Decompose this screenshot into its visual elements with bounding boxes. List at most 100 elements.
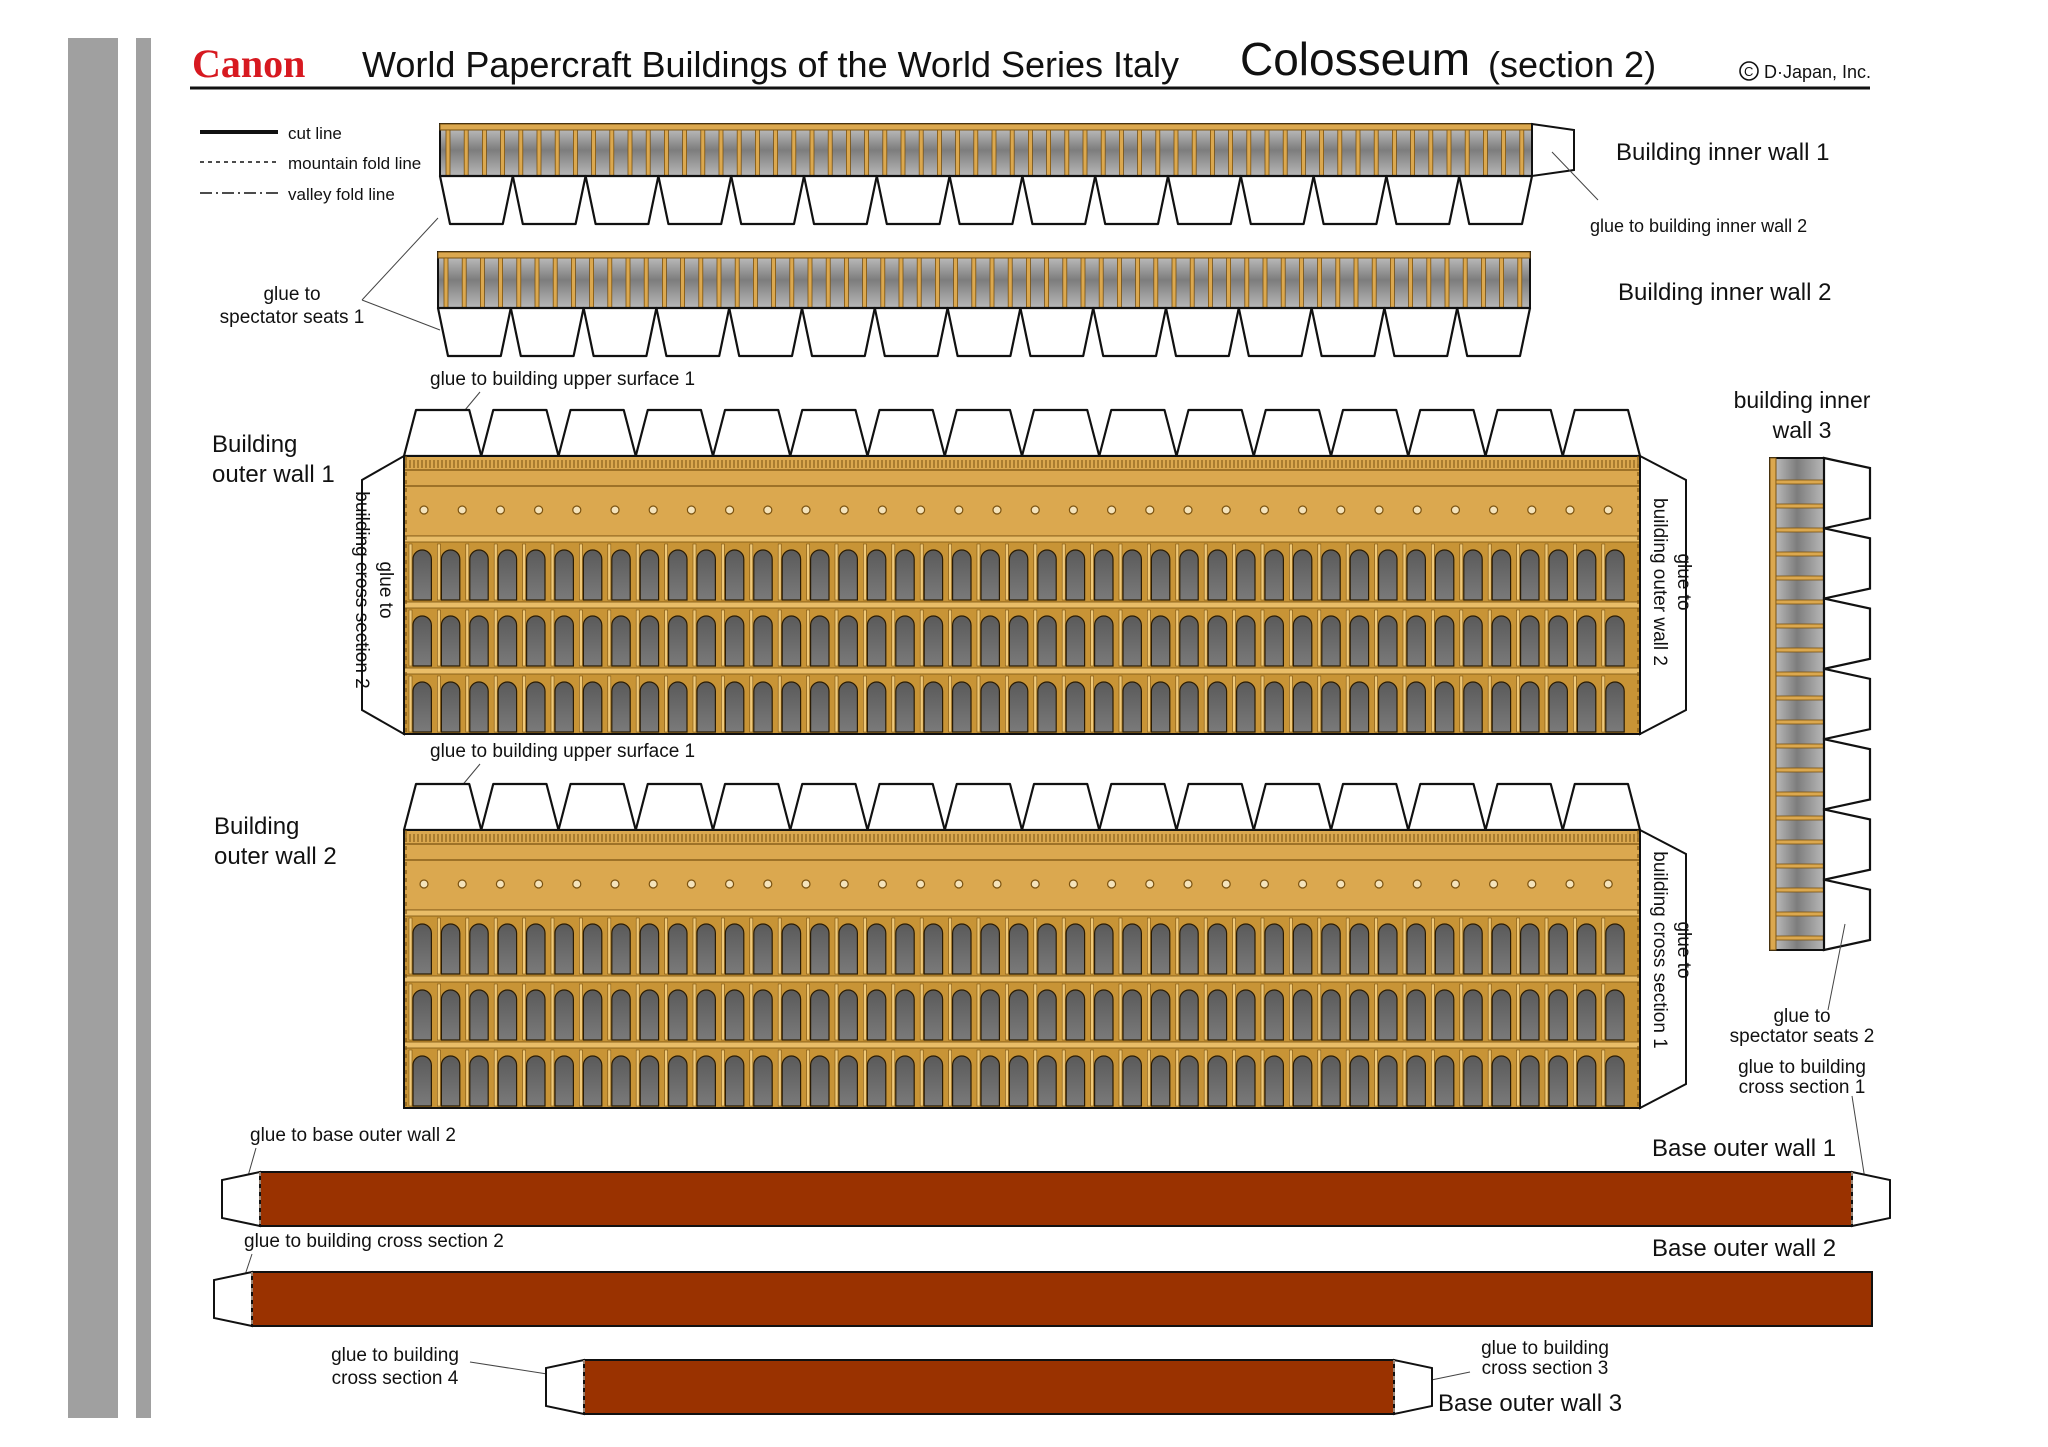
- column: [1203, 917, 1208, 975]
- arch: [1008, 989, 1029, 1041]
- arch: [1037, 681, 1057, 733]
- column: [1005, 675, 1009, 733]
- bracket-hole: [1221, 505, 1231, 515]
- arch: [1037, 549, 1057, 601]
- arch: [1434, 615, 1455, 667]
- pillar: [1262, 257, 1268, 309]
- column: [1118, 609, 1123, 667]
- pillar: [573, 129, 578, 177]
- arch: [1065, 615, 1086, 667]
- arch: [724, 989, 745, 1041]
- column: [437, 983, 441, 1041]
- outer-wall-1-right-note: glue tobuilding outer wall 2: [1649, 498, 1694, 666]
- arch: [1321, 1055, 1341, 1107]
- column: [1431, 609, 1435, 667]
- pillar: [1317, 257, 1322, 309]
- arch: [753, 923, 773, 975]
- column: [1289, 543, 1293, 601]
- column: [1118, 917, 1123, 975]
- inner-wall-1-piece: [438, 122, 1575, 226]
- column: [948, 917, 952, 975]
- arch: [1548, 989, 1568, 1041]
- column: [1005, 983, 1009, 1041]
- bracket-hole: [1565, 505, 1575, 515]
- arch: [582, 1055, 603, 1107]
- glue-tab: [711, 782, 792, 832]
- column: [607, 1049, 612, 1107]
- arch: [696, 989, 716, 1041]
- bracket-hole: [1183, 879, 1193, 889]
- arch: [582, 989, 603, 1041]
- glue-tab: [1239, 174, 1315, 226]
- arch: [1292, 923, 1313, 975]
- column: [550, 609, 555, 667]
- arch: [1037, 615, 1057, 667]
- arch: [497, 549, 518, 601]
- section-label: (section 2): [1488, 44, 1656, 85]
- arch: [1520, 923, 1540, 975]
- column: [692, 609, 697, 667]
- arch: [923, 989, 944, 1041]
- column: [749, 983, 754, 1041]
- pillar: [1428, 129, 1434, 177]
- pillar: [1080, 257, 1086, 309]
- column: [1232, 543, 1236, 601]
- pillar: [589, 257, 594, 309]
- bracket-hole: [801, 879, 811, 889]
- arch: [412, 1055, 432, 1107]
- column: [1374, 917, 1378, 975]
- arch: [866, 681, 887, 733]
- bracket-hole: [1450, 505, 1461, 515]
- column: [1459, 543, 1464, 601]
- inner-wall-cornice: [1769, 457, 1777, 951]
- column: [1544, 1049, 1549, 1107]
- bracket-hole: [1336, 879, 1346, 889]
- column: [1005, 543, 1009, 601]
- column: [1516, 543, 1520, 601]
- arch: [1406, 615, 1426, 667]
- column: [1175, 1049, 1180, 1107]
- column: [1317, 983, 1322, 1041]
- column: [1289, 675, 1293, 733]
- arch: [1576, 549, 1597, 601]
- arch: [1264, 923, 1284, 975]
- svg-text:mountain fold line: mountain fold line: [288, 154, 421, 173]
- arch: [1378, 1055, 1398, 1107]
- pillar: [1064, 129, 1070, 177]
- pillar: [1481, 257, 1486, 309]
- inner-wall-2-title: Building inner wall 2: [1618, 279, 1831, 306]
- pillar: [1775, 551, 1825, 557]
- column: [635, 917, 640, 975]
- column: [1459, 675, 1464, 733]
- column: [1431, 543, 1435, 601]
- pillar: [1153, 257, 1159, 309]
- glue-tab: [873, 306, 949, 358]
- arch: [639, 1055, 660, 1107]
- arch: [1349, 615, 1370, 667]
- arch: [1406, 989, 1426, 1041]
- pillar: [1499, 257, 1504, 309]
- column: [1345, 1049, 1350, 1107]
- column: [1345, 675, 1350, 733]
- column: [607, 609, 612, 667]
- arch: [838, 923, 858, 975]
- arch: [1179, 1055, 1199, 1107]
- column: [1601, 917, 1606, 975]
- pillar: [1444, 257, 1450, 309]
- column: [1175, 543, 1180, 601]
- pillar: [753, 257, 758, 309]
- glue-tab: [948, 174, 1024, 226]
- bracket-hole: [1297, 505, 1308, 515]
- column: [749, 917, 754, 975]
- pillar: [1228, 129, 1233, 177]
- column: [579, 543, 583, 601]
- arch: [980, 549, 1000, 601]
- arch: [1378, 923, 1398, 975]
- arch: [526, 549, 546, 601]
- column: [493, 675, 498, 733]
- column: [1147, 983, 1151, 1041]
- base-outer-wall-1-leader-right: [1851, 1095, 1867, 1187]
- column: [1317, 1049, 1322, 1107]
